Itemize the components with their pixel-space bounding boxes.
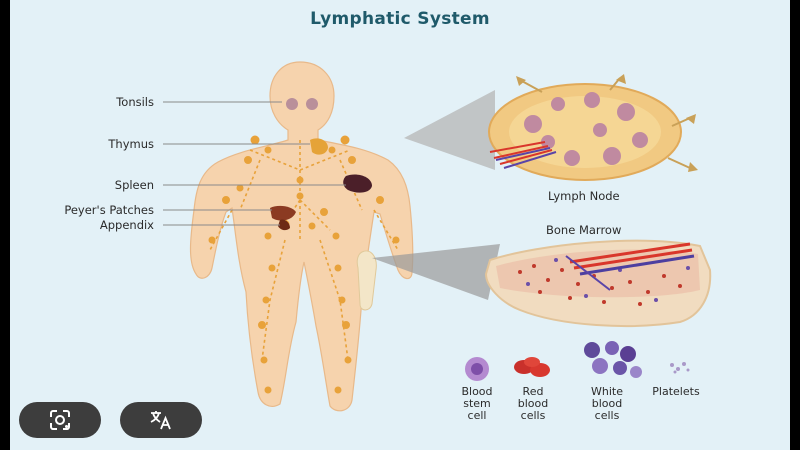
translate-button[interactable] bbox=[120, 402, 202, 438]
human-body bbox=[189, 61, 414, 412]
caption-line: blood bbox=[517, 397, 549, 410]
appendix-organ bbox=[278, 219, 290, 231]
peyers-patches-organ bbox=[270, 205, 296, 221]
blood-stem-cell-caption: Blood stem cell bbox=[446, 386, 508, 422]
caption-line: blood bbox=[591, 397, 623, 410]
lymph-node-zoom-wedge bbox=[404, 90, 495, 170]
platelets-illustration bbox=[670, 362, 690, 374]
bone-marrow-label: Bone Marrow bbox=[546, 223, 622, 237]
caption-line: cells bbox=[520, 409, 546, 422]
thymus-label: Thymus bbox=[108, 137, 154, 151]
red-blood-cells-caption: Red blood cells bbox=[502, 386, 564, 422]
lens-search-button[interactable] bbox=[19, 402, 101, 438]
caption-line: Blood bbox=[461, 385, 493, 398]
lymph-network bbox=[208, 98, 400, 394]
caption-line: cells bbox=[594, 409, 620, 422]
red-blood-cells-illustration bbox=[514, 357, 550, 377]
platelets-caption: Platelets bbox=[640, 386, 712, 398]
white-blood-cells-caption: White blood cells bbox=[576, 386, 638, 422]
caption-line: cell bbox=[467, 409, 487, 422]
diagram-title: Lymphatic System bbox=[310, 9, 490, 29]
lens-search-icon bbox=[50, 410, 70, 430]
lymph-node-label: Lymph Node bbox=[548, 189, 620, 203]
spleen-organ bbox=[343, 174, 372, 193]
peyers-patches-label: Peyer's Patches bbox=[64, 203, 154, 217]
caption-line: stem bbox=[463, 397, 491, 410]
caption-line: Platelets bbox=[652, 385, 700, 398]
bone-marrow-detail bbox=[484, 239, 712, 327]
blood-stem-cell-illustration bbox=[465, 357, 489, 381]
appendix-label: Appendix bbox=[99, 218, 154, 232]
thymus-organ bbox=[310, 138, 328, 155]
lymph-node-detail bbox=[488, 74, 698, 181]
tonsils-label: Tonsils bbox=[116, 95, 154, 109]
translate-icon bbox=[150, 411, 171, 430]
caption-line: White bbox=[591, 385, 623, 398]
white-blood-cells-illustration bbox=[584, 341, 642, 378]
femur-bone bbox=[356, 250, 377, 311]
caption-line: Red bbox=[522, 385, 544, 398]
spleen-label: Spleen bbox=[114, 178, 154, 192]
bone-marrow-zoom-wedge bbox=[372, 244, 500, 300]
